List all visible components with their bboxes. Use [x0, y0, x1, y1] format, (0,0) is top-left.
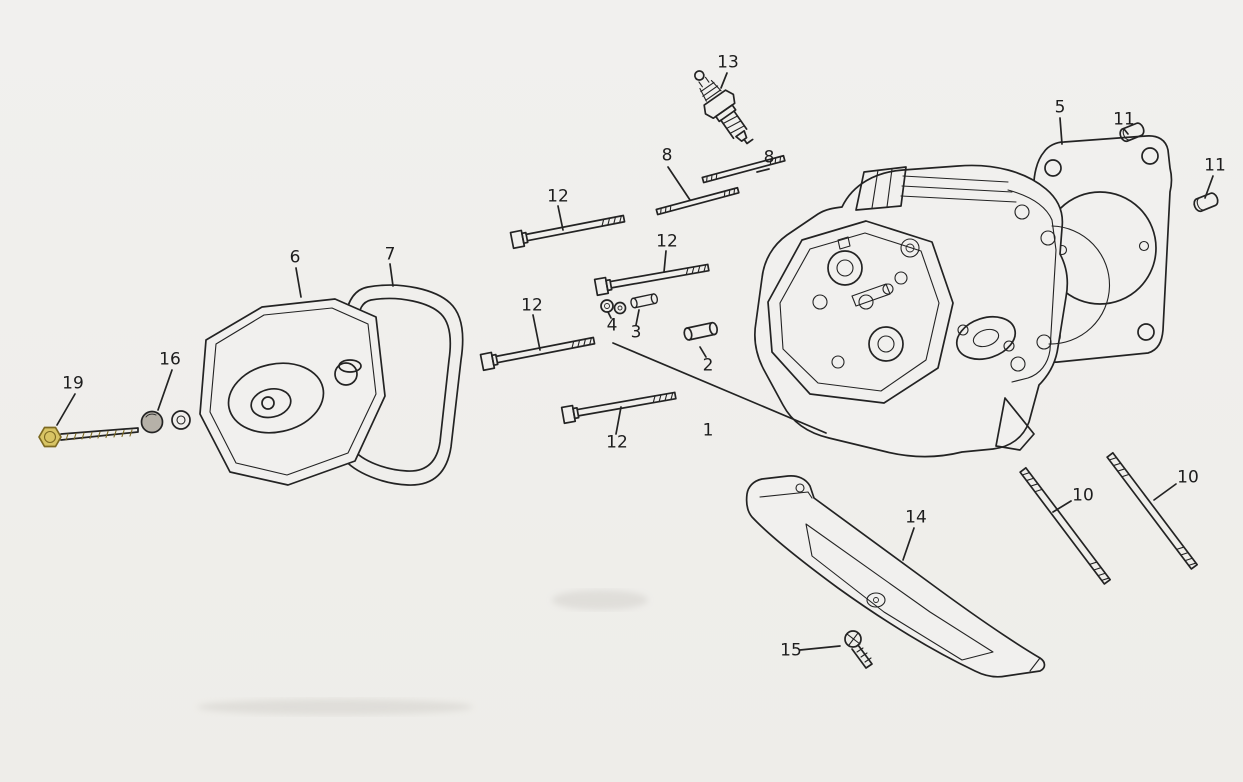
- part-label-3-15: 3: [630, 322, 642, 343]
- part-label-13-0: 13: [717, 52, 739, 73]
- part-label-16-12: 16: [159, 349, 181, 370]
- flange-bolt-drawing: [38, 426, 139, 448]
- part-label-4-14: 4: [606, 315, 618, 336]
- part-label-14-18: 14: [905, 507, 927, 528]
- part-label-8-1: 8: [661, 145, 673, 166]
- part-label-1-17: 1: [702, 420, 714, 441]
- spark-plug-drawing: [694, 70, 754, 145]
- part-label-12-9: 12: [606, 432, 628, 453]
- leader-lines: [56, 72, 1214, 651]
- part-label-19-13: 19: [62, 373, 84, 394]
- part-label-12-7: 12: [656, 231, 678, 252]
- seal-washer-drawing: [140, 410, 191, 434]
- part-label-11-4: 11: [1113, 109, 1135, 130]
- part-label-2-16: 2: [702, 355, 714, 376]
- part-label-5-3: 5: [1054, 97, 1066, 118]
- shroud-studs-drawing: [1019, 451, 1198, 585]
- scan-artifacts: [197, 590, 648, 715]
- part-label-11-5: 11: [1204, 155, 1226, 176]
- heat-shroud-drawing: [745, 475, 1046, 678]
- part-label-15-19: 15: [780, 640, 802, 661]
- part-label-12-6: 12: [547, 186, 569, 207]
- part-label-12-8: 12: [521, 295, 543, 316]
- shroud-screw-drawing: [844, 630, 873, 669]
- cylinder-head-drawing: [754, 164, 1111, 458]
- part-label-10-20: 10: [1072, 485, 1094, 506]
- part-label-7-11: 7: [384, 244, 396, 265]
- part-label-10-21: 10: [1177, 467, 1199, 488]
- dowel-and-washer-drawing: [600, 292, 720, 342]
- part-label-6-10: 6: [289, 247, 301, 268]
- valve-cover-drawing: [199, 298, 386, 486]
- part-label-8-2: 8: [763, 147, 775, 168]
